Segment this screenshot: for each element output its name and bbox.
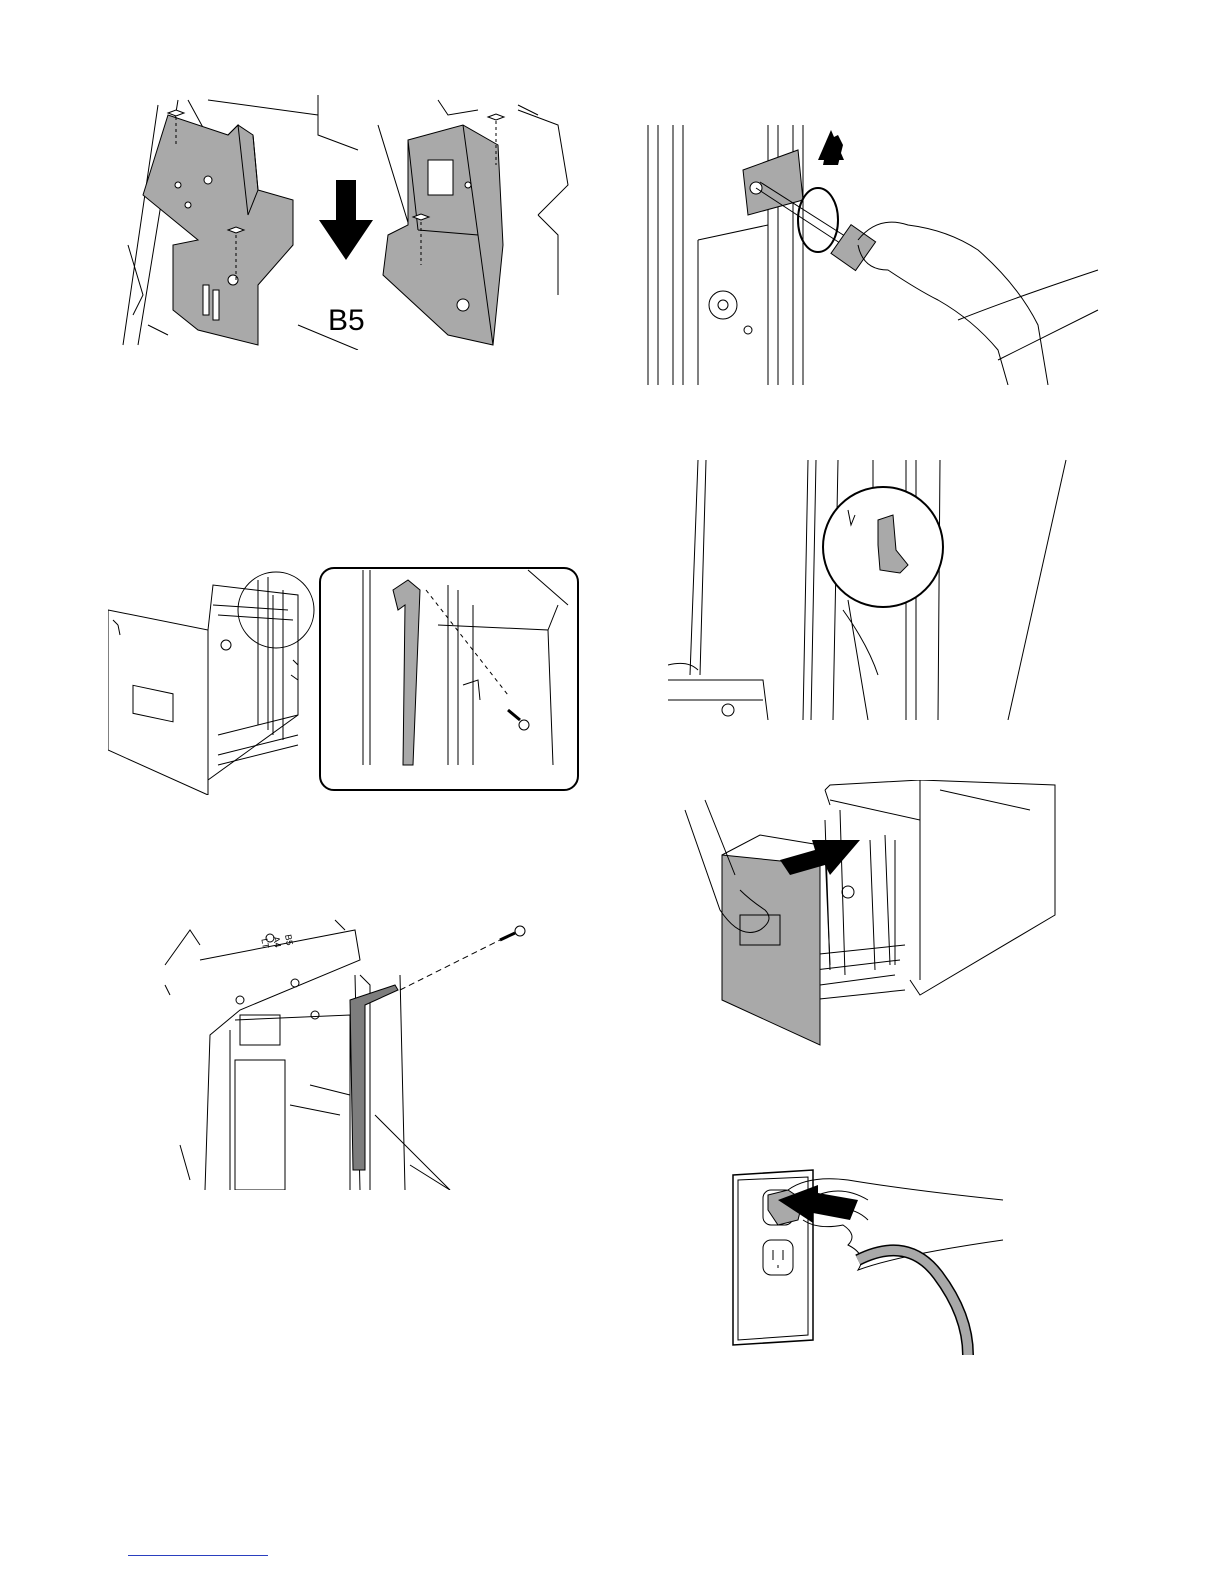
b5-label: B5 xyxy=(328,304,365,337)
size-label-b5: B5 xyxy=(283,934,295,947)
screw-icon-top xyxy=(500,926,525,940)
hand-icon xyxy=(858,222,1048,385)
figure-push-tray xyxy=(680,780,1060,1050)
size-label-a4: A4 xyxy=(271,936,283,949)
figure-screwdriver-removal xyxy=(628,120,1108,385)
figure-plug-in xyxy=(728,1165,1008,1355)
figure-lever-zoom xyxy=(668,455,1068,720)
figure-b5-guide-install: B5 xyxy=(118,95,578,350)
guide-bar-lower xyxy=(350,985,398,1170)
footer-rule xyxy=(128,1555,268,1556)
size-label-lt: LT xyxy=(259,938,271,950)
bracket-plate xyxy=(743,150,803,215)
b5-guide-illustration: B5 xyxy=(118,95,578,350)
down-arrow-icon xyxy=(319,180,373,260)
tray-front-panel xyxy=(722,855,820,1045)
figure-tray-inset xyxy=(108,565,583,795)
bracket-right xyxy=(383,125,503,345)
figure-guide-plate: B5 A4 LT xyxy=(160,915,530,1190)
